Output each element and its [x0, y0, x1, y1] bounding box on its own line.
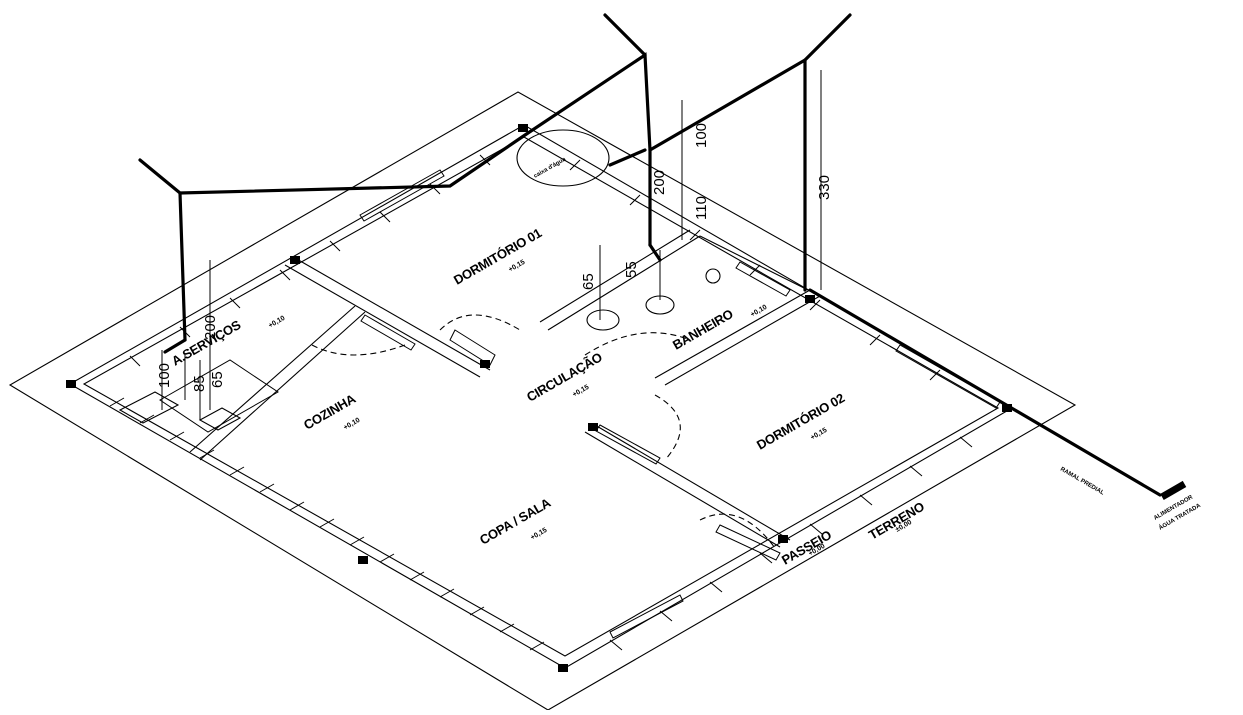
water-tank-marker [516, 129, 610, 187]
dormitorio02-level: +0,15 [810, 427, 829, 442]
caixa-dagua-tag: caixa d'água [533, 156, 568, 179]
windows [359, 169, 1001, 639]
dim-100-serv: 100 [156, 363, 173, 388]
dim-65-serv: 65 [209, 371, 226, 388]
kitchen-counter [159, 359, 279, 433]
wall-hatching [109, 154, 973, 651]
dim-100-bath: 100 [693, 123, 710, 148]
dormitorio01-label: DORMITÓRIO 01 [451, 225, 544, 287]
dim-200-serv: 200 [202, 315, 219, 340]
lavatory [586, 309, 620, 331]
water-meter [1160, 480, 1187, 500]
shower [705, 268, 721, 284]
interior-walls [189, 229, 821, 548]
dim-55: 55 [623, 261, 640, 278]
dormitorio02-label: DORMITÓRIO 02 [754, 390, 847, 452]
servicos-level: +0,10 [268, 315, 287, 330]
door-swings [311, 314, 776, 549]
dormitorio01-level: +0,15 [508, 259, 527, 274]
dimension-values: 330 200 100 110 65 55 200 100 85 65 [156, 123, 833, 392]
copa-sala-level: +0,15 [530, 527, 549, 542]
circulacao-level: +0,15 [572, 384, 591, 399]
columns [66, 124, 1012, 672]
kitchen-sink [198, 407, 242, 431]
dim-200-bath: 200 [651, 170, 668, 195]
passeio-label: PASSEIO [779, 527, 834, 567]
dim-85: 85 [191, 375, 208, 392]
dim-110: 110 [693, 196, 710, 220]
pipe-tags: caixa d'água ALIMENTADOR ÁGUA TRATADA RA… [533, 156, 1202, 531]
banheiro-level: +0,10 [750, 304, 769, 319]
dimension-lines [161, 70, 822, 420]
dim-65-bath: 65 [580, 273, 597, 290]
copa-sala-label: COPA / SALA [477, 495, 554, 548]
banheiro-label: BANHEIRO [670, 306, 736, 353]
room-labels: DORMITÓRIO 01 +0,15 DORMITÓRIO 02 +0,15 … [169, 225, 927, 567]
water-pipes [138, 13, 1162, 497]
ramal-tag: RAMAL PREDIAL [1059, 467, 1105, 497]
tank-sink [118, 391, 180, 424]
circulacao-label: CIRCULAÇÃO [524, 349, 605, 404]
dim-330: 330 [816, 175, 833, 200]
cozinha-level: +0,10 [343, 417, 362, 432]
